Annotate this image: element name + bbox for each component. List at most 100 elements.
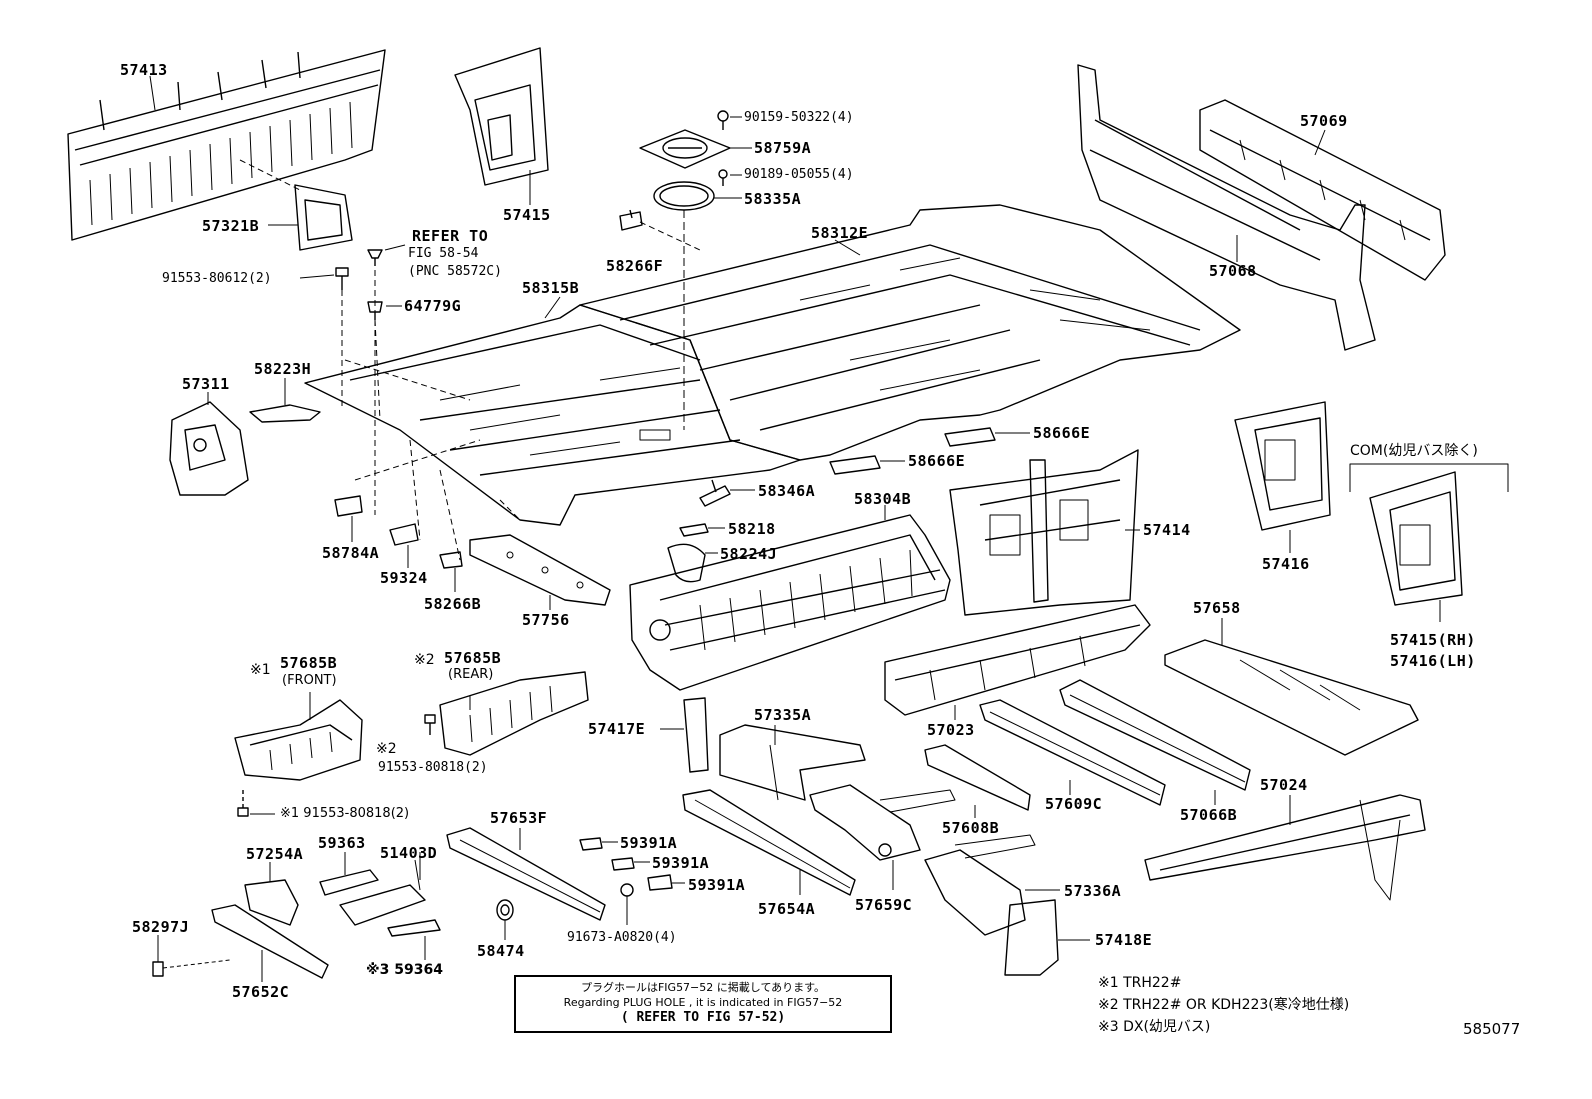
label-64779G: 64779G xyxy=(404,297,462,315)
note-reference: ( REFER TO FIG 57-52) xyxy=(620,1010,786,1025)
label-58346A: 58346A xyxy=(758,482,816,500)
part-57024-side-member xyxy=(1144,794,1426,901)
label-58784A: 58784A xyxy=(322,544,380,562)
label-57654A: 57654A xyxy=(758,900,816,918)
part-57653F-rail xyxy=(446,827,606,921)
part-57609C-rail xyxy=(979,699,1166,806)
label-58315B: 58315B xyxy=(522,279,580,297)
label-59364: ※3 59364 xyxy=(366,962,443,978)
part-57416-quarter-panel xyxy=(1234,401,1331,531)
part-58335A-seal xyxy=(653,181,715,211)
label-57415-rh: 57415(RH) xyxy=(1390,631,1476,649)
label-refer-1: REFER TO xyxy=(412,227,489,245)
part-57335A-member xyxy=(719,724,866,801)
label-57335A: 57335A xyxy=(754,706,812,724)
part-64779G-plug xyxy=(367,301,383,320)
label-57685B-rear: 57685B xyxy=(444,649,502,667)
part-51403D-bracket xyxy=(339,859,426,926)
part-91553-80818-bolt-a xyxy=(424,714,436,735)
part-59364-bracket xyxy=(387,919,441,937)
com-bracket xyxy=(1349,463,1509,492)
part-57658-member xyxy=(1164,639,1419,756)
label-57414: 57414 xyxy=(1143,521,1191,539)
label-57609C: 57609C xyxy=(1045,795,1103,813)
label-refer-2: FIG 58-54 xyxy=(408,246,479,261)
part-57608B-rail xyxy=(924,744,1031,811)
mark-2b: ※2 xyxy=(376,741,397,757)
label-90159-50322: 90159-50322(4) xyxy=(744,110,854,125)
part-57415-quarter-panel xyxy=(454,47,549,186)
part-57311-bracket xyxy=(169,401,249,496)
label-91553-80612: 91553-80612(2) xyxy=(162,271,272,286)
label-57254A: 57254A xyxy=(246,845,304,863)
part-58784A-bracket xyxy=(334,495,363,517)
leader-57413 xyxy=(149,75,156,111)
leader-58315B xyxy=(544,296,561,319)
part-57652C-rail xyxy=(211,904,329,979)
diagram-id: 585077 xyxy=(1463,1020,1521,1038)
label-91553-80818-b: ※1 91553-80818(2) xyxy=(280,806,410,821)
part-57654A-rail xyxy=(682,789,856,896)
label-51403D: 51403D xyxy=(380,844,438,862)
label-57652C: 57652C xyxy=(232,983,290,1001)
label-57023: 57023 xyxy=(927,721,975,739)
label-57417E: 57417E xyxy=(588,720,646,738)
label-58666E-2: 58666E xyxy=(908,452,966,470)
label-58304B: 58304B xyxy=(854,490,912,508)
part-91553-80612-bolt xyxy=(335,267,349,290)
legend-2: ※2 TRH22# OR KDH223(寒冷地仕様) xyxy=(1098,997,1350,1013)
legend-3: ※3 DX(幼児バス) xyxy=(1098,1019,1211,1035)
part-59363-bracket xyxy=(319,869,379,896)
label-57416: 57416 xyxy=(1262,555,1310,573)
part-57069-side-rail xyxy=(1199,99,1446,281)
label-58666E-1: 58666E xyxy=(1033,424,1091,442)
part-59324-bracket xyxy=(389,523,419,546)
part-58223H-bracket xyxy=(249,404,321,423)
part-57023-member xyxy=(884,604,1151,716)
part-59391A-clips xyxy=(579,837,673,897)
label-rear: (REAR) xyxy=(448,667,494,682)
part-58759A-cover xyxy=(639,129,731,169)
part-57659C-member xyxy=(809,784,956,861)
part-58266F-bracket xyxy=(619,209,701,251)
part-58218-clip xyxy=(679,523,709,537)
label-90189-05055: 90189-05055(4) xyxy=(744,167,854,182)
part-90159-bolt xyxy=(717,110,729,130)
label-59363: 59363 xyxy=(318,834,366,852)
label-58224J: 58224J xyxy=(720,545,778,563)
label-58223H: 58223H xyxy=(254,360,312,378)
part-57336A-member xyxy=(924,834,1036,936)
part-58474-plug xyxy=(496,899,514,921)
leader-57069 xyxy=(1314,129,1326,156)
label-58335A: 58335A xyxy=(744,190,802,208)
part-58297J-clip xyxy=(152,959,231,977)
label-57658: 57658 xyxy=(1193,599,1241,617)
label-91553-80818-a: 91553-80818(2) xyxy=(378,760,488,775)
label-58759A: 58759A xyxy=(754,139,812,157)
part-58315B-floor-pan-rear xyxy=(304,304,801,526)
label-59391A-3: 59391A xyxy=(688,876,746,894)
plug-hole-note: プラグホールはFIG57−52 に掲載してあります。 Regarding PLU… xyxy=(514,975,892,1033)
label-59391A-2: 59391A xyxy=(652,854,710,872)
label-58474: 58474 xyxy=(477,942,525,960)
note-line-jp: プラグホールはFIG57−52 に掲載してあります。 xyxy=(580,981,826,994)
label-57066B: 57066B xyxy=(1180,806,1238,824)
label-57415: 57415 xyxy=(503,206,551,224)
label-com: COM(幼児バス除く) xyxy=(1350,443,1478,459)
legend-1: ※1 TRH22# xyxy=(1098,975,1182,991)
label-57416-lh: 57416(LH) xyxy=(1390,652,1476,670)
part-58666E-bracket-1 xyxy=(944,427,996,447)
part-57066B-rail xyxy=(1059,679,1251,791)
label-57068: 57068 xyxy=(1209,262,1257,280)
label-57311: 57311 xyxy=(182,375,230,393)
label-front: (FRONT) xyxy=(282,673,337,688)
part-58224J-cover xyxy=(667,543,706,583)
part-57415-57416-rh-lh xyxy=(1369,471,1463,606)
label-refer-3: (PNC 58572C) xyxy=(408,264,502,279)
leader-91553-80612 xyxy=(299,274,335,279)
label-58312E: 58312E xyxy=(811,224,869,242)
part-90189-screw xyxy=(718,169,728,186)
part-refer-clip xyxy=(367,249,383,266)
part-58312E-floor-pan-front xyxy=(579,204,1241,461)
